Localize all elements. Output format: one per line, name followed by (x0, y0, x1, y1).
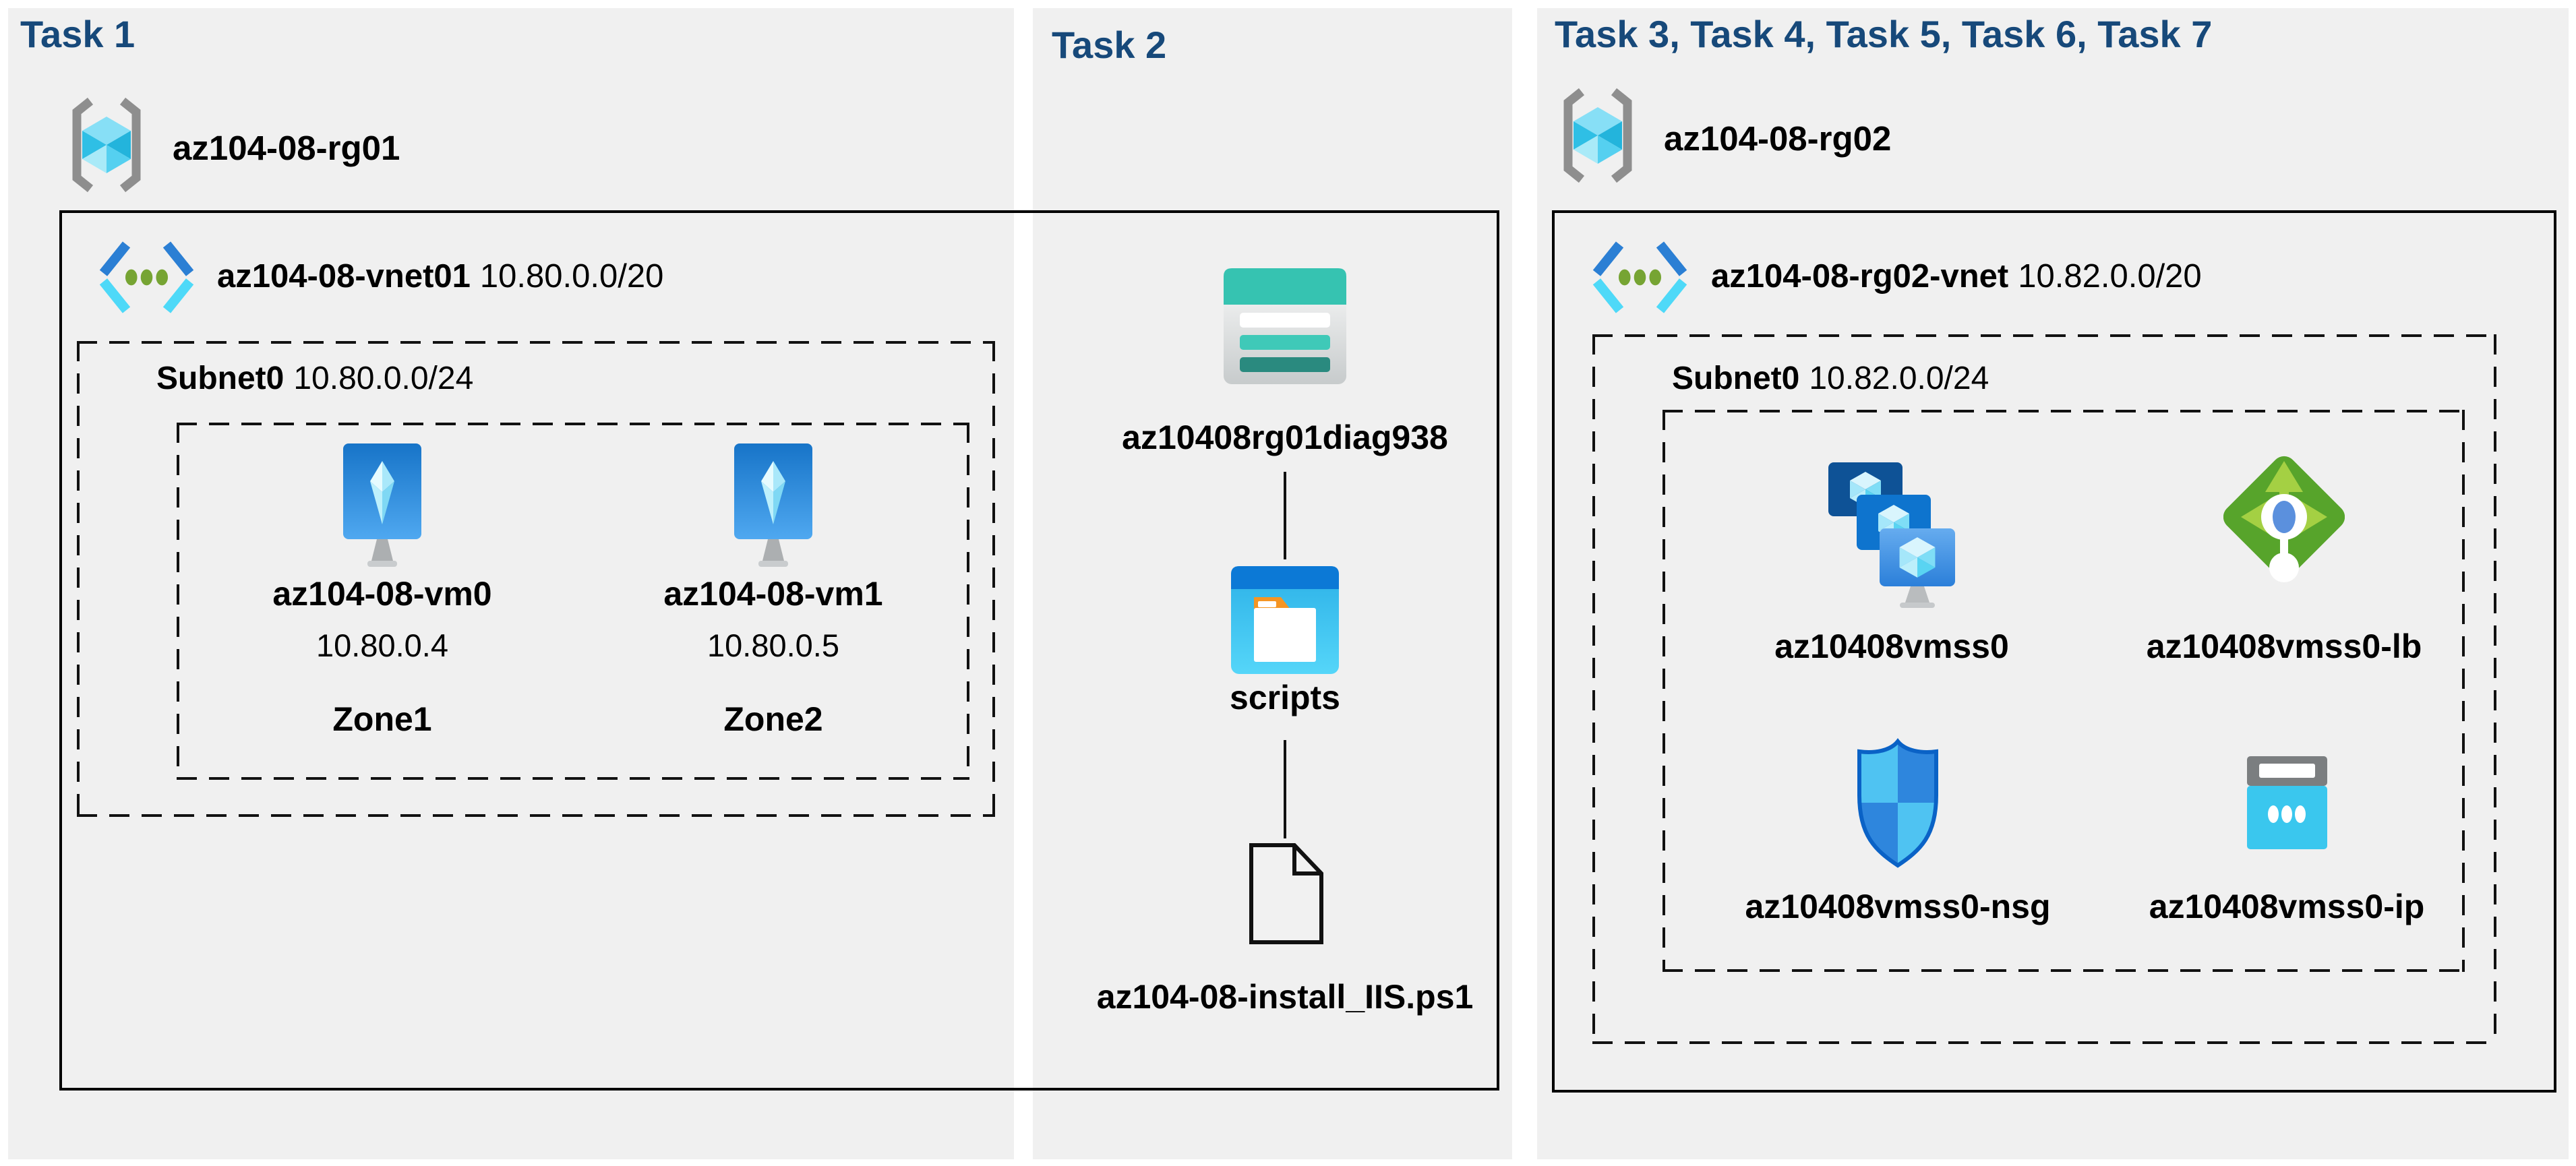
vm1-name: az104-08-vm1 (663, 575, 883, 613)
subnet1-cidr: 10.80.0.0/24 (293, 361, 474, 396)
vnet2-region-box (1552, 210, 2556, 1093)
virtual-network-icon (1592, 241, 1687, 313)
vm-scale-set-icon (1828, 462, 1955, 608)
public-ip-name: az10408vmss0-ip (2149, 888, 2425, 925)
connector-line (1284, 472, 1286, 559)
zones-box (177, 423, 969, 780)
load-balancer-name: az10408vmss0-lb (2146, 627, 2422, 665)
subnet2-cidr: 10.82.0.0/24 (1809, 361, 1989, 396)
subnet1-label: Subnet0 10.80.0.0/24 (156, 360, 473, 397)
script-file-name: az104-08-install_IIS.ps1 (1096, 978, 1474, 1016)
vnet-cidr: 10.80.0.0/20 (479, 258, 664, 295)
storage-account-name: az10408rg01diag938 (1122, 419, 1448, 456)
file-icon (1249, 843, 1323, 944)
virtual-machine-icon (734, 443, 812, 567)
subnet1-name: Subnet0 (156, 361, 284, 396)
resource-group-name: az104-08-rg02 (1664, 119, 1892, 158)
resource-group-icon (1563, 88, 1632, 183)
task3-title: Task 3, Task 4, Task 5, Task 6, Task 7 (1555, 13, 2213, 55)
blob-container-icon (1231, 566, 1339, 674)
vm0-name: az104-08-vm0 (272, 575, 492, 613)
subnet2-label: Subnet0 10.82.0.0/24 (1672, 360, 1989, 397)
storage-account-icon (1224, 268, 1346, 384)
vm1-zone: Zone2 (723, 700, 823, 738)
virtual-network-icon (99, 241, 194, 313)
resource-group-name: az104-08-rg01 (173, 129, 400, 167)
vnet-name: az104-08-vnet01 (217, 258, 471, 295)
vnet-cidr: 10.82.0.0/20 (2018, 258, 2202, 295)
vm0-ip: 10.80.0.4 (316, 627, 448, 663)
connector-line (1284, 740, 1286, 838)
vm0-zone: Zone1 (332, 700, 432, 738)
vm1-ip: 10.80.0.5 (707, 627, 839, 663)
vm-scale-set-name: az10408vmss0 (1774, 627, 2009, 665)
vnet1-region-box (59, 210, 1499, 1091)
task1-title: Task 1 (20, 13, 136, 55)
resource-group-icon (72, 97, 141, 193)
virtual-machine-icon (343, 443, 421, 567)
network-security-group-icon (1857, 738, 1938, 868)
load-balancer-icon (2223, 456, 2345, 582)
vnet-name: az104-08-rg02-vnet (1711, 258, 2009, 295)
public-ip-icon (2247, 756, 2327, 849)
subnet2-name: Subnet0 (1672, 361, 1800, 396)
blob-container-name: scripts (1230, 679, 1340, 716)
task2-title: Task 2 (1052, 24, 1167, 66)
network-security-group-name: az10408vmss0-nsg (1745, 888, 2051, 925)
